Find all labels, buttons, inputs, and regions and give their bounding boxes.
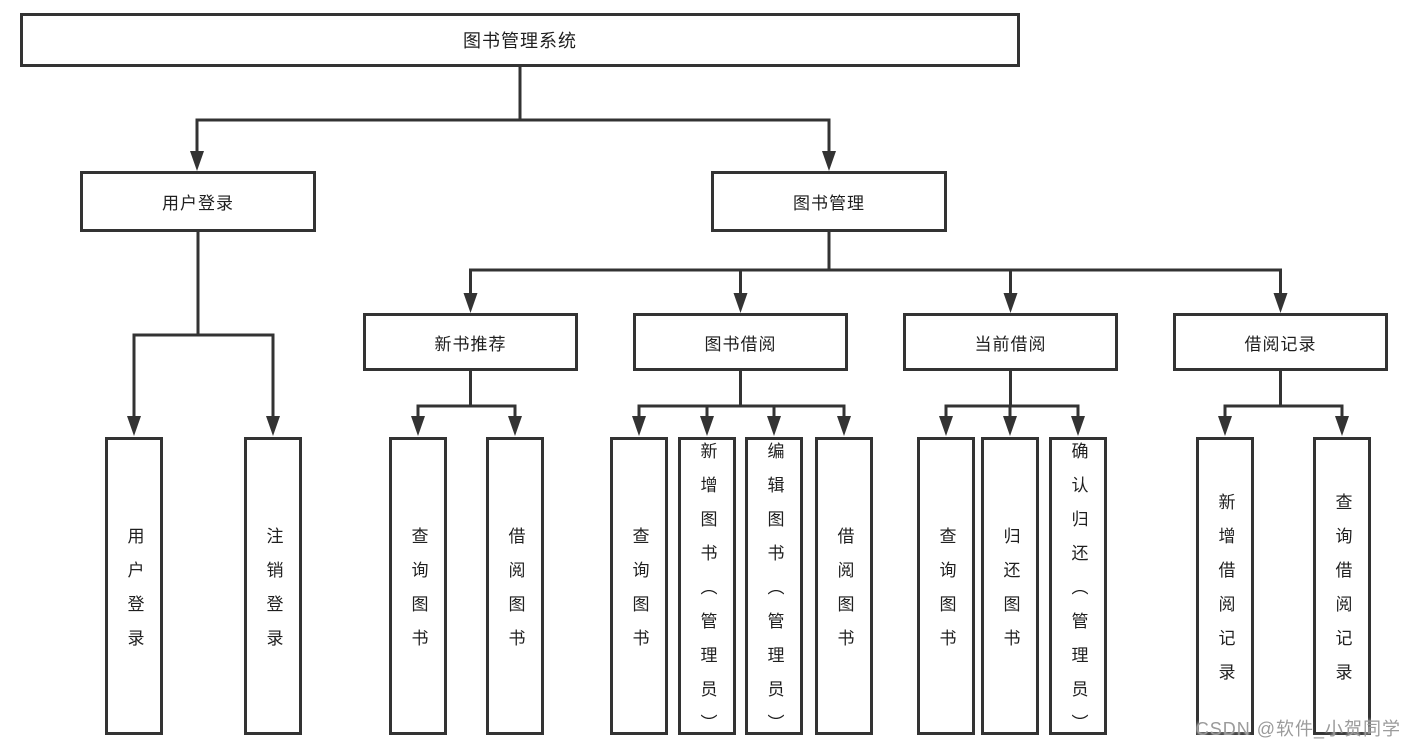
node-user-login-label: 用户登录 bbox=[162, 194, 234, 213]
node-book-management-label: 图书管理 bbox=[793, 194, 865, 213]
node-book-management: 图书管理 bbox=[711, 171, 947, 232]
node-user-login: 用户登录 bbox=[80, 171, 316, 232]
leaf-return-books-label: 归还图书 bbox=[1000, 526, 1020, 663]
csdn-watermark: CSDN @软件_小贺同学 bbox=[1195, 719, 1401, 739]
node-new-book-recommend-label: 新书推荐 bbox=[434, 334, 507, 354]
node-borrow-records: 借阅记录 bbox=[1173, 313, 1388, 371]
leaf-confirm-return-admin: 确认归还（管理员） bbox=[1049, 437, 1107, 747]
node-book-borrow: 图书借阅 bbox=[633, 313, 848, 371]
leaf-edit-book-admin: 编辑图书（管理员） bbox=[745, 437, 803, 747]
leaf-borrow-books-borrow: 借阅图书 bbox=[815, 437, 873, 735]
leaf-user-login-label: 用户登录 bbox=[124, 526, 144, 663]
leaf-add-borrow-record: 新增借阅记录 bbox=[1196, 437, 1254, 735]
node-current-borrow-label: 当前借阅 bbox=[974, 334, 1047, 354]
node-root-system: 图书管理系统 bbox=[20, 13, 1020, 67]
node-borrow-records-label: 借阅记录 bbox=[1244, 334, 1317, 354]
leaf-confirm-return-admin-label: 确认归还（管理员） bbox=[1068, 441, 1088, 747]
leaf-return-books: 归还图书 bbox=[981, 437, 1039, 735]
leaf-query-borrow-record-label: 查询借阅记录 bbox=[1332, 492, 1352, 697]
node-root-label: 图书管理系统 bbox=[463, 31, 577, 51]
leaf-user-login: 用户登录 bbox=[105, 437, 163, 735]
node-book-borrow-label: 图书借阅 bbox=[704, 334, 777, 354]
leaf-logout: 注销登录 bbox=[244, 437, 302, 735]
leaf-add-borrow-record-label: 新增借阅记录 bbox=[1215, 492, 1235, 697]
leaf-query-books-borrow-label: 查询图书 bbox=[629, 526, 649, 663]
leaf-query-books-current: 查询图书 bbox=[917, 437, 975, 735]
leaf-borrow-books-newbook: 借阅图书 bbox=[486, 437, 544, 735]
leaf-add-book-admin: 新增图书（管理员） bbox=[678, 437, 736, 747]
leaf-borrow-books-newbook-label: 借阅图书 bbox=[505, 526, 525, 663]
leaf-query-books-current-label: 查询图书 bbox=[936, 526, 956, 663]
leaf-add-book-admin-label: 新增图书（管理员） bbox=[697, 441, 717, 747]
leaf-query-books-newbook: 查询图书 bbox=[389, 437, 447, 735]
leaf-borrow-books-borrow-label: 借阅图书 bbox=[834, 526, 854, 663]
leaf-query-books-newbook-label: 查询图书 bbox=[408, 526, 428, 663]
leaf-query-books-borrow: 查询图书 bbox=[610, 437, 668, 735]
node-current-borrow: 当前借阅 bbox=[903, 313, 1118, 371]
node-new-book-recommend: 新书推荐 bbox=[363, 313, 578, 371]
leaf-edit-book-admin-label: 编辑图书（管理员） bbox=[764, 441, 784, 747]
leaf-logout-label: 注销登录 bbox=[263, 526, 283, 663]
leaf-query-borrow-record: 查询借阅记录 bbox=[1313, 437, 1371, 735]
